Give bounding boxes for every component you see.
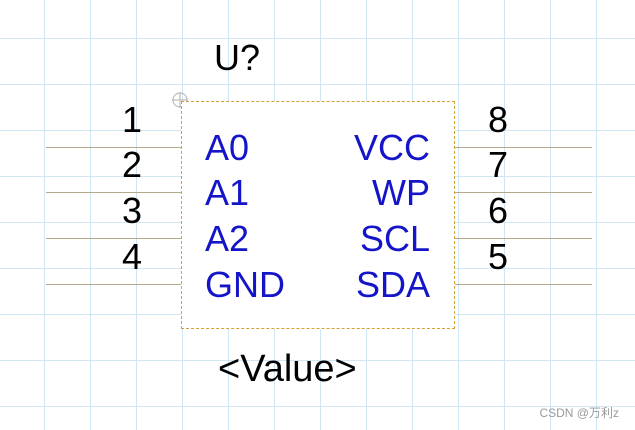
pin-name-wp: WP bbox=[372, 172, 430, 213]
pin-line-4 bbox=[46, 284, 181, 285]
pin-name-a1: A1 bbox=[205, 172, 250, 213]
pin-number-3: 3 bbox=[122, 190, 143, 231]
pin-line-2 bbox=[46, 192, 181, 193]
pin-name-gnd: GND bbox=[205, 264, 285, 305]
component-value: <Value> bbox=[218, 348, 357, 390]
pin-number-4: 4 bbox=[122, 236, 143, 277]
pin-number-5: 5 bbox=[488, 236, 509, 277]
pin-line-5 bbox=[455, 284, 592, 285]
component-body[interactable] bbox=[181, 101, 455, 329]
pin-number-7: 7 bbox=[488, 144, 509, 185]
pin-name-sda: SDA bbox=[355, 264, 430, 305]
pin-line-1 bbox=[46, 147, 181, 148]
pin-line-8 bbox=[455, 147, 592, 148]
pin-line-3 bbox=[46, 238, 181, 239]
pin-name-scl: SCL bbox=[359, 218, 430, 259]
pin-line-6 bbox=[455, 238, 592, 239]
pin-name-a2: A2 bbox=[205, 218, 250, 259]
pin-line-7 bbox=[455, 192, 592, 193]
component-designator: U? bbox=[214, 37, 261, 78]
pin-number-2: 2 bbox=[122, 144, 143, 185]
watermark: CSDN @万利z bbox=[539, 406, 619, 420]
pin-name-a0: A0 bbox=[205, 127, 250, 168]
pin-number-8: 8 bbox=[488, 99, 509, 140]
pin-number-1: 1 bbox=[122, 99, 143, 140]
pin-name-vcc: VCC bbox=[353, 127, 430, 168]
component-origin-icon bbox=[172, 92, 188, 108]
pin-number-6: 6 bbox=[488, 190, 509, 231]
